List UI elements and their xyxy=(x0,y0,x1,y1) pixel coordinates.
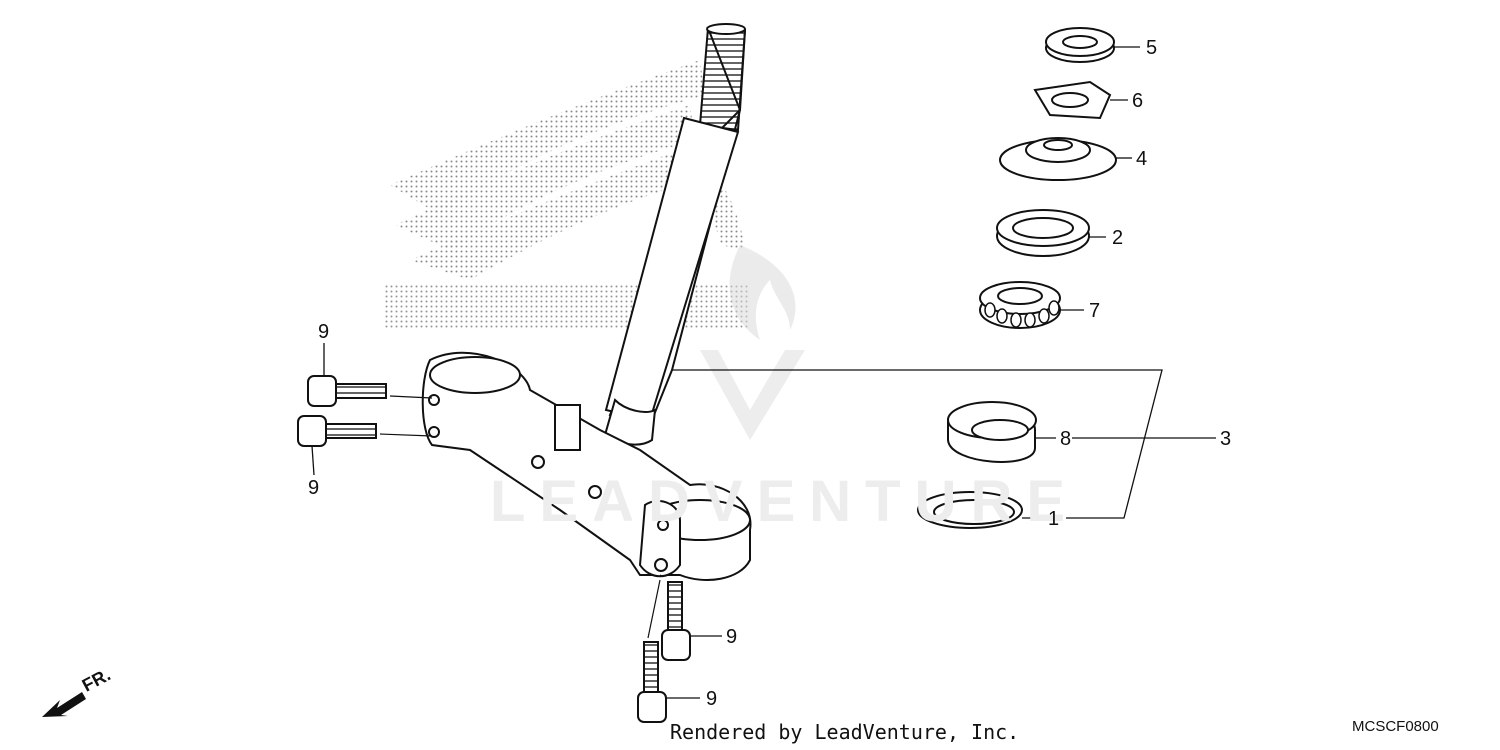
callout-3: 3 xyxy=(1220,428,1232,450)
callout-9-upper-a: 9 xyxy=(318,321,330,343)
steering-stem-shaft xyxy=(603,23,747,446)
bolt-9-a xyxy=(307,375,433,407)
leader-lines xyxy=(311,46,1216,699)
callout-7: 7 xyxy=(1089,300,1101,322)
front-direction-arrow xyxy=(42,692,86,717)
bolt-9-d xyxy=(637,579,667,723)
diagram-code: MCSCF0800 xyxy=(1352,718,1439,735)
callout-9-lower-b: 9 xyxy=(706,688,718,710)
nut-top-5 xyxy=(1045,27,1115,63)
adjust-nut-4 xyxy=(999,137,1117,181)
bearing-lower-8 xyxy=(947,401,1037,463)
callout-5: 5 xyxy=(1146,37,1158,59)
lower-triple-clamp xyxy=(421,351,752,581)
bearing-upper-7 xyxy=(979,281,1061,329)
callout-9-lower-a: 9 xyxy=(726,626,738,648)
bolt-9-b xyxy=(297,415,433,447)
callout-9-upper-b: 9 xyxy=(308,477,320,499)
leadventure-watermark xyxy=(700,245,805,440)
callout-2: 2 xyxy=(1112,227,1124,249)
bolt-9-c xyxy=(659,574,691,661)
callout-1: 1 xyxy=(1048,508,1060,530)
render-credit: Rendered by LeadVenture, Inc. xyxy=(670,720,1020,744)
bearing-race-1 xyxy=(917,491,1023,529)
callout-6: 6 xyxy=(1132,90,1144,112)
callout-4: 4 xyxy=(1136,148,1148,170)
dust-seal-2 xyxy=(996,209,1090,257)
lock-washer-6 xyxy=(1033,80,1112,120)
callout-8: 8 xyxy=(1060,428,1072,450)
watermark-text: LEADVENTURE xyxy=(490,469,1080,534)
